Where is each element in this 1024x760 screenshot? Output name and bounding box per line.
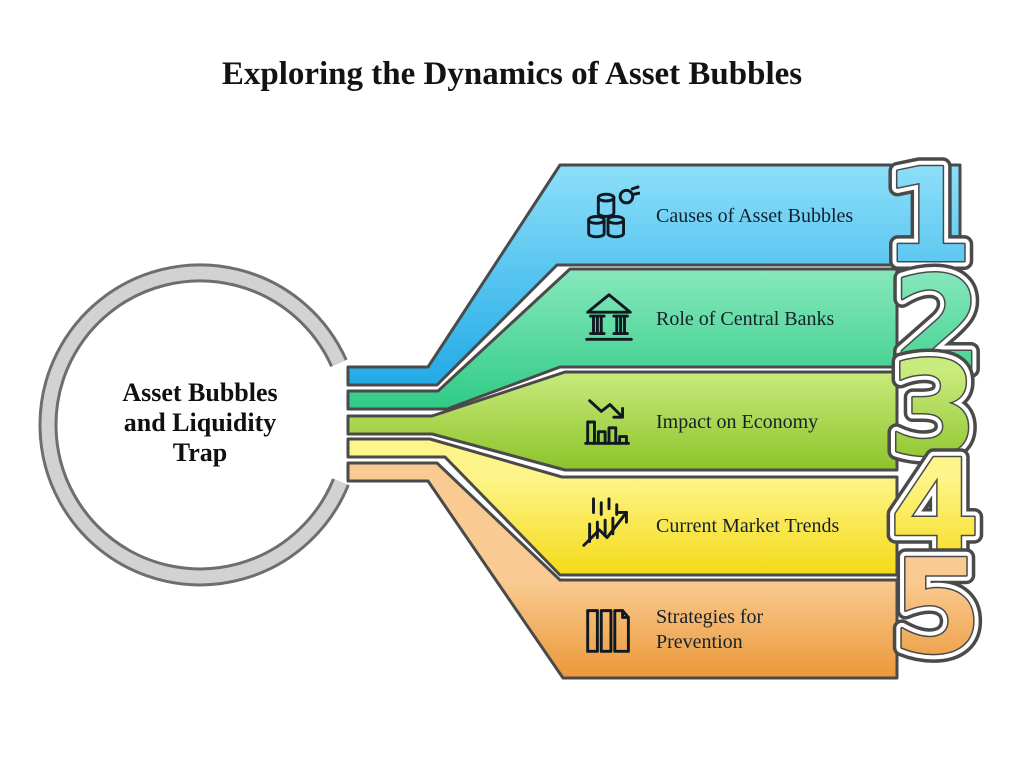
market-trend-icon	[582, 497, 628, 547]
step-item-3: Impact on Economy	[578, 390, 818, 454]
center-ring	[41, 266, 347, 584]
step-label-line: Prevention	[656, 631, 743, 653]
step-item-5: Strategies for Prevention	[578, 598, 763, 662]
step-item-4: Current Market Trends	[578, 494, 839, 558]
center-label-line: Trap	[172, 438, 228, 467]
ribbon-step-1	[346, 163, 962, 387]
step-label: Current Market Trends	[656, 514, 840, 537]
svg-text:1: 1	[883, 140, 973, 292]
page-title: Exploring the Dynamics of Asset Bubbles	[221, 56, 803, 92]
strategy-books-icon	[586, 609, 630, 653]
svg-text:5: 5	[892, 531, 982, 683]
step-number-1: 1 1 1	[874, 131, 982, 301]
step-label-line: Strategies for	[656, 606, 764, 628]
ribbon-step-4	[346, 437, 899, 577]
svg-text:3: 3	[888, 333, 978, 485]
center-label: Asset Bubbles and Liquidity Trap	[60, 378, 340, 468]
step-number-2: 2 2 2	[883, 239, 991, 409]
step-label: Causes of Asset Bubbles	[656, 204, 854, 227]
ribbon-step-3	[346, 370, 899, 472]
step-label: Strategies for Prevention	[656, 605, 763, 655]
center-label-line: Asset Bubbles	[122, 378, 278, 407]
svg-text:2: 2	[892, 248, 982, 400]
svg-text:1: 1	[883, 140, 973, 292]
economic-bubbles-icon	[587, 185, 640, 239]
svg-text:1: 1	[883, 140, 973, 292]
step-number-3: 3 3 3	[879, 324, 987, 494]
center-label-line: and Liquidity	[123, 408, 277, 437]
declining-chart-icon	[584, 399, 630, 445]
step-label: Impact on Economy	[656, 410, 819, 433]
step-item-1: Causes of Asset Bubbles	[578, 184, 853, 248]
bank-icon	[585, 293, 633, 341]
svg-text:3: 3	[888, 333, 978, 485]
svg-text:4: 4	[890, 431, 980, 583]
svg-text:2: 2	[892, 248, 982, 400]
ribbon-step-5	[346, 461, 899, 680]
svg-text:4: 4	[890, 431, 980, 583]
step-number-5: 5 5 5	[883, 522, 991, 692]
svg-text:3: 3	[888, 333, 978, 485]
step-label: Role of Central Banks	[656, 307, 835, 330]
svg-text:2: 2	[892, 248, 982, 400]
svg-text:5: 5	[892, 531, 982, 683]
svg-text:4: 4	[890, 431, 980, 583]
step-item-2: Role of Central Banks	[578, 287, 834, 351]
svg-text:5: 5	[892, 531, 982, 683]
step-number-4: 4 4 4	[881, 422, 989, 592]
